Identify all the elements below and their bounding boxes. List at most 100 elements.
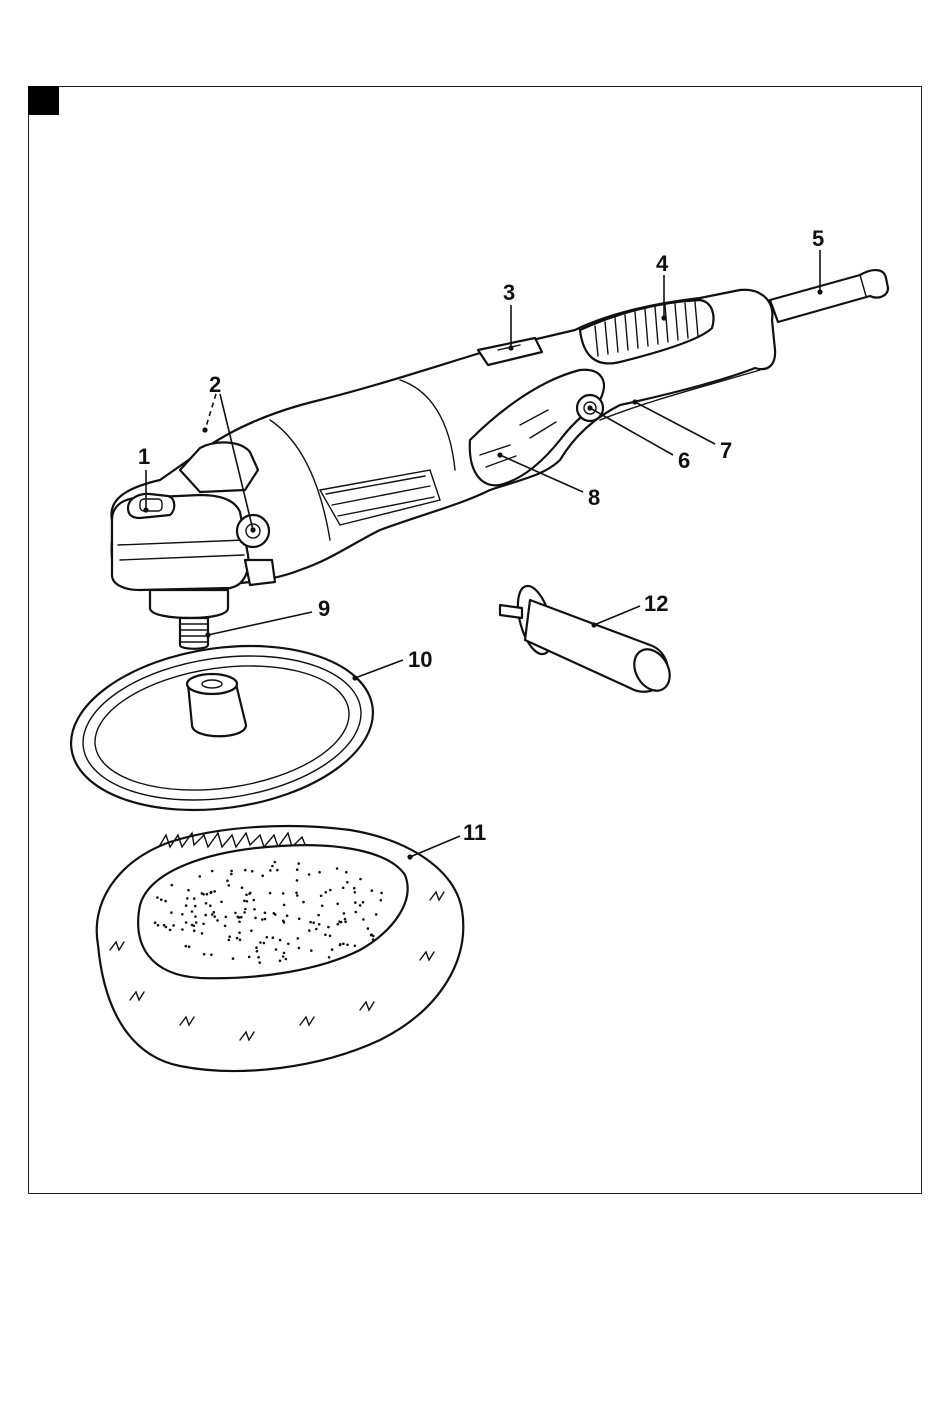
foam-dot xyxy=(220,901,223,904)
foam-dot xyxy=(230,870,233,873)
foam-dot xyxy=(310,949,313,952)
foam-dot xyxy=(346,944,349,947)
foam-dot xyxy=(203,953,206,956)
foam-dot xyxy=(253,899,256,902)
foam-dot xyxy=(165,926,168,929)
foam-dot xyxy=(346,881,349,884)
foam-dot xyxy=(342,887,345,890)
foam-dot xyxy=(216,919,219,922)
foam-dot xyxy=(282,892,285,895)
foam-dot xyxy=(156,896,159,899)
foam-dot xyxy=(185,921,188,924)
foam-dot xyxy=(372,938,375,941)
callout-11: 11 xyxy=(463,820,486,845)
foam-dot xyxy=(246,900,249,903)
foam-dot xyxy=(225,916,228,919)
callout-2: 2 xyxy=(209,372,221,397)
foam-dot xyxy=(211,870,214,873)
foam-dot xyxy=(226,879,229,882)
callout-8: 8 xyxy=(588,485,600,510)
foam-dot xyxy=(283,952,286,955)
callout-3: 3 xyxy=(503,280,515,305)
foam-dot xyxy=(193,925,196,928)
foam-dot xyxy=(362,918,365,921)
foam-dot xyxy=(274,913,277,916)
foam-dot xyxy=(191,910,194,913)
callout-10: 10 xyxy=(408,647,432,672)
foam-dot xyxy=(240,916,243,919)
foam-dot xyxy=(269,892,272,895)
foam-dot xyxy=(264,912,267,915)
foam-dot xyxy=(359,878,362,881)
polisher-body xyxy=(111,270,888,649)
foam-dot xyxy=(359,904,362,907)
foam-dot xyxy=(201,932,204,935)
foam-dot xyxy=(353,887,356,890)
foam-dot xyxy=(338,920,341,923)
foam-dot xyxy=(195,921,198,924)
foam-dot xyxy=(160,898,163,901)
foam-dot xyxy=(253,908,256,911)
foam-dot xyxy=(230,873,233,876)
foam-dot xyxy=(329,935,332,938)
foam-dot xyxy=(188,945,191,948)
foam-dot xyxy=(164,900,167,903)
foam-dot xyxy=(286,914,289,917)
foam-dot xyxy=(282,955,285,958)
foam-dot xyxy=(354,901,357,904)
foam-dot xyxy=(302,901,305,904)
foam-dot xyxy=(337,923,340,926)
foam-dot xyxy=(211,913,214,916)
foam-dot xyxy=(345,871,348,874)
foam-dot xyxy=(238,931,241,934)
foam-dot xyxy=(320,895,323,898)
foam-dot xyxy=(285,958,288,961)
foam-dot xyxy=(298,947,301,950)
foam-dot xyxy=(209,904,212,907)
foam-dot xyxy=(213,915,216,918)
foam-dot xyxy=(279,960,282,963)
foam-dot xyxy=(339,943,342,946)
foam-dot xyxy=(274,861,277,864)
foam-dot xyxy=(193,929,196,932)
foam-dot xyxy=(248,956,251,959)
foam-dot xyxy=(157,924,160,927)
foam-dot xyxy=(254,917,257,920)
foam-dot xyxy=(370,933,373,936)
foam-dot xyxy=(185,945,188,948)
foam-dot xyxy=(181,913,184,916)
callout-1: 1 xyxy=(138,444,150,469)
foam-dot xyxy=(243,911,246,914)
foam-dot xyxy=(244,908,247,911)
foam-dot xyxy=(266,936,269,939)
foam-dot xyxy=(181,928,184,931)
foam-dot xyxy=(295,892,298,895)
foam-dot xyxy=(271,865,274,868)
foam-dot xyxy=(315,928,318,931)
foam-dot xyxy=(287,943,290,946)
foam-dot xyxy=(308,873,311,876)
foam-dot xyxy=(272,936,275,939)
foam-dot xyxy=(308,929,311,932)
foam-dot xyxy=(224,925,227,928)
foam-dot xyxy=(279,939,282,942)
foam-dot xyxy=(228,935,231,938)
foam-dot xyxy=(371,889,374,892)
foam-dot xyxy=(213,890,216,893)
foam-dot xyxy=(325,891,328,894)
foam-dot xyxy=(342,943,345,946)
foam-dot xyxy=(251,870,254,873)
foam-dot xyxy=(380,892,383,895)
foam-dot xyxy=(336,903,339,906)
foam-dot xyxy=(228,884,231,887)
foam-dot xyxy=(201,892,204,895)
foam-dot xyxy=(312,921,315,924)
foam-dot xyxy=(204,914,207,917)
foam-dot xyxy=(206,893,209,896)
foam-dot xyxy=(258,961,261,964)
foam-dot xyxy=(354,891,357,894)
foam-dot xyxy=(194,915,197,918)
foam-dot xyxy=(213,911,216,914)
foam-dot xyxy=(355,911,358,914)
